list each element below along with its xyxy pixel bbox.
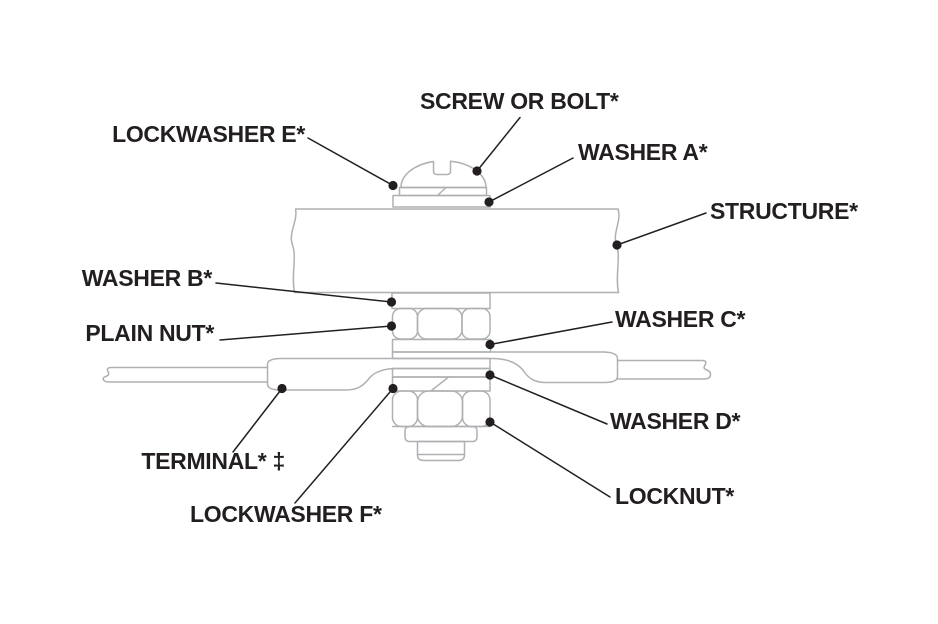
label-washer-a: WASHER A* bbox=[578, 139, 708, 165]
lockwasher-f-split bbox=[430, 376, 449, 392]
leader-dot-washer-a bbox=[484, 197, 494, 207]
washer-a-shape bbox=[392, 194, 491, 208]
label-terminal: TERMINAL* ‡ bbox=[141, 448, 285, 474]
leader-washer-d bbox=[489, 374, 608, 425]
washer-d-shape bbox=[391, 367, 491, 378]
locknut-facet-middle bbox=[416, 390, 464, 428]
screw-head-shape bbox=[400, 160, 487, 189]
label-washer-c: WASHER C* bbox=[615, 306, 746, 332]
structure-shape bbox=[290, 208, 620, 294]
hardware-shapes bbox=[102, 160, 712, 462]
leader-dot-washer-b bbox=[386, 297, 397, 307]
leader-dot-screw-or-bolt bbox=[472, 166, 482, 176]
leader-dot-lockwasher-e bbox=[388, 180, 398, 191]
leader-dot-lockwasher-f bbox=[388, 383, 398, 394]
terminal-right-wire-shape bbox=[616, 359, 712, 380]
leader-washer-a bbox=[488, 157, 574, 203]
leader-dots bbox=[277, 166, 622, 427]
label-plain-nut: PLAIN NUT* bbox=[85, 320, 214, 346]
leader-structure bbox=[616, 212, 707, 246]
leader-dot-plain-nut bbox=[386, 321, 397, 331]
leader-screw-or-bolt bbox=[476, 116, 521, 172]
leader-lockwasher-e bbox=[307, 137, 394, 187]
lockwasher-e-split bbox=[436, 186, 447, 197]
plain-nut-facet-right bbox=[461, 307, 491, 340]
label-washer-b: WASHER B* bbox=[81, 265, 213, 291]
leader-dot-locknut bbox=[485, 417, 495, 427]
label-structure: STRUCTURE* bbox=[710, 198, 858, 224]
leader-plain-nut bbox=[219, 325, 393, 341]
leader-dot-washer-c bbox=[485, 339, 495, 350]
terminal-left-lug-shape bbox=[266, 357, 491, 391]
locknut-collar-shape bbox=[404, 425, 478, 443]
leader-dot-structure bbox=[612, 240, 622, 250]
label-lockwasher-e: LOCKWASHER E* bbox=[112, 121, 305, 147]
washer-c-shape bbox=[391, 338, 492, 353]
washer-b-shape bbox=[391, 292, 491, 310]
leader-washer-b bbox=[215, 282, 393, 303]
leader-terminal bbox=[232, 387, 283, 453]
label-washer-d: WASHER D* bbox=[610, 408, 741, 434]
lockwasher-e-shape bbox=[398, 186, 488, 197]
leader-lockwasher-f bbox=[294, 387, 394, 504]
terminal-right-lug-shape bbox=[391, 351, 619, 384]
label-locknut: LOCKNUT* bbox=[615, 483, 734, 509]
leader-locknut bbox=[489, 421, 611, 498]
label-lockwasher-f: LOCKWASHER F* bbox=[190, 501, 382, 527]
leader-dot-washer-d bbox=[485, 370, 495, 380]
plain-nut-facet-middle bbox=[416, 307, 463, 340]
leader-washer-c bbox=[489, 321, 613, 346]
terminal-left-wire-shape bbox=[102, 366, 269, 383]
leader-lines bbox=[215, 116, 707, 504]
label-screw-or-bolt: SCREW OR BOLT* bbox=[420, 88, 619, 114]
bolt-tip-shape bbox=[416, 440, 466, 462]
lockwasher-f-shape bbox=[391, 376, 491, 392]
plain-nut-facet-left bbox=[391, 307, 419, 340]
leader-dot-terminal bbox=[277, 383, 287, 394]
locknut-facet-left bbox=[391, 390, 419, 428]
